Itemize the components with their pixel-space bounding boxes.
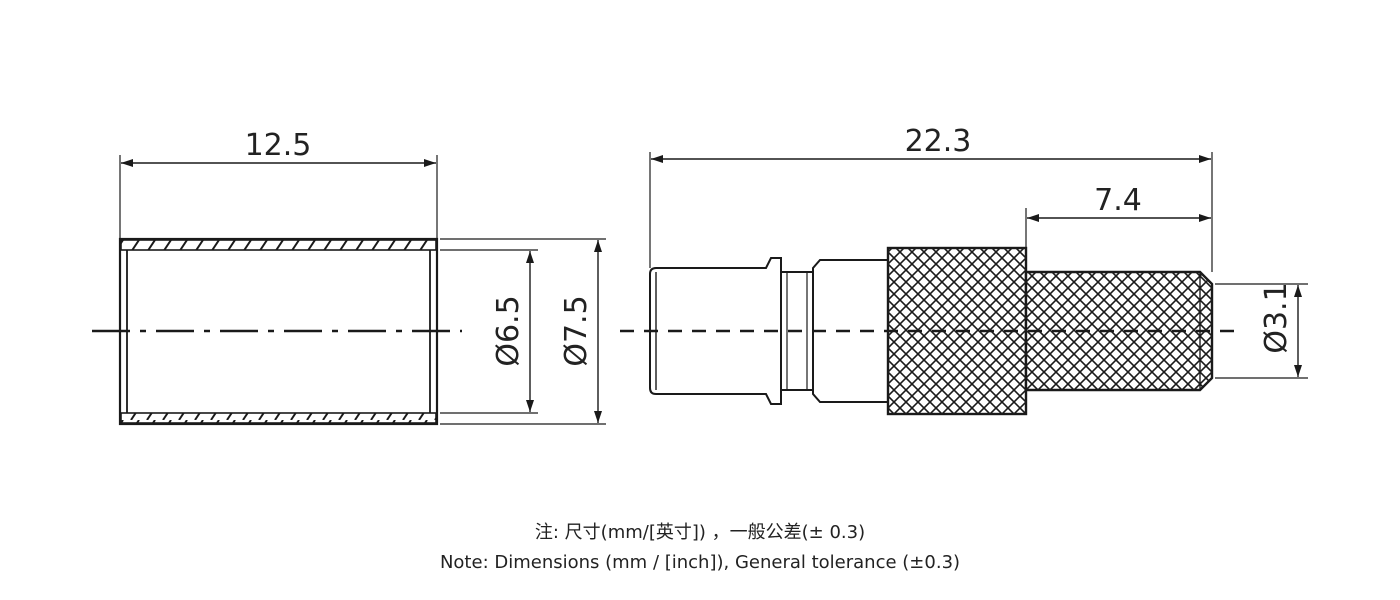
notes-block: 注: 尺寸(mm/[英寸]) ，一般公差(± 0.3) Note: Dimens… <box>0 518 1400 578</box>
sleeve-length-label: 12.5 <box>245 128 312 163</box>
dimension-sleeve-outer-diameter: Ø7.5 <box>440 238 606 425</box>
knurl-length-label: 7.4 <box>1094 183 1142 218</box>
tip-diameter-label: Ø3.1 <box>1259 282 1294 353</box>
note-english: Note: Dimensions (mm / [inch]), General … <box>439 552 961 573</box>
note-chinese: 注: 尺寸(mm/[英寸]) ，一般公差(± 0.3) <box>534 522 866 543</box>
dimension-pin-total-length: 22.3 <box>649 124 1213 272</box>
dimension-sleeve-inner-diameter: Ø6.5 <box>440 249 538 414</box>
pin-total-length-label: 22.3 <box>905 124 972 159</box>
sleeve-wall-bottom <box>120 412 437 424</box>
dimension-sleeve-length: 12.5 <box>119 128 438 239</box>
sleeve-wall-top <box>120 239 437 251</box>
sleeve-inner-diameter-label: Ø6.5 <box>491 295 526 366</box>
pin-part <box>649 246 1214 416</box>
sleeve-part <box>92 237 462 426</box>
sleeve-outer-diameter-label: Ø7.5 <box>559 295 594 366</box>
dimension-tip-diameter: Ø3.1 <box>1215 282 1308 379</box>
dimension-knurl-length: 7.4 <box>1025 183 1211 248</box>
pin-tip <box>649 257 782 405</box>
